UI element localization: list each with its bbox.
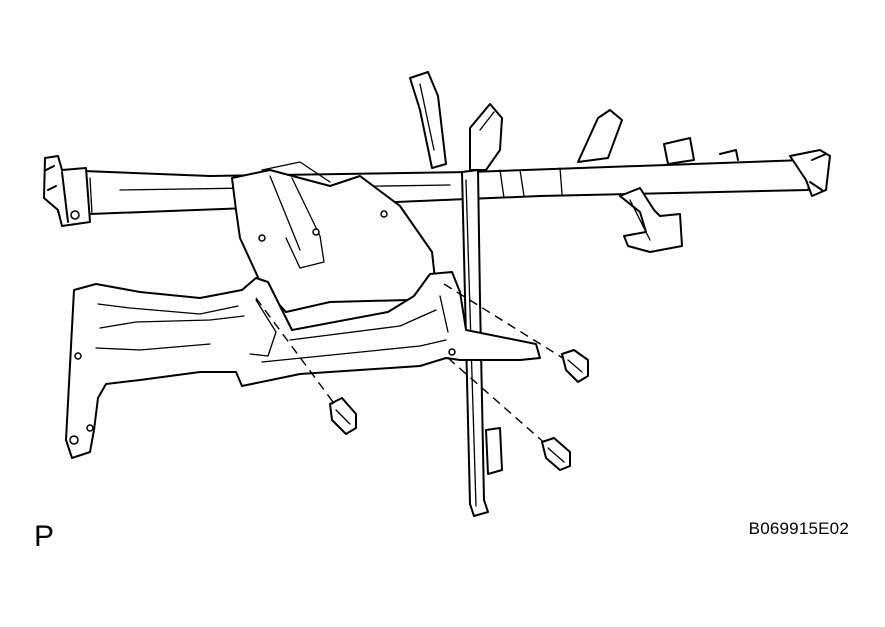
bolt-right-lower: [541, 437, 571, 471]
installation-guide-lines: [255, 283, 567, 447]
bolt-left: [329, 397, 357, 435]
right-hanging-bracket: [619, 137, 695, 253]
upper-support-bracket-right: [577, 109, 623, 163]
upper-support-bracket-middle: [469, 103, 503, 171]
left-end-bracket: [43, 155, 91, 227]
right-end-bracket: [719, 149, 831, 197]
bolt-right-upper: [561, 349, 589, 383]
upper-support-bracket-left: [409, 71, 447, 169]
figure-code: B069915E02: [748, 519, 849, 538]
lower-reinforcement-bracket: [65, 271, 541, 459]
view-label: P: [34, 520, 55, 553]
